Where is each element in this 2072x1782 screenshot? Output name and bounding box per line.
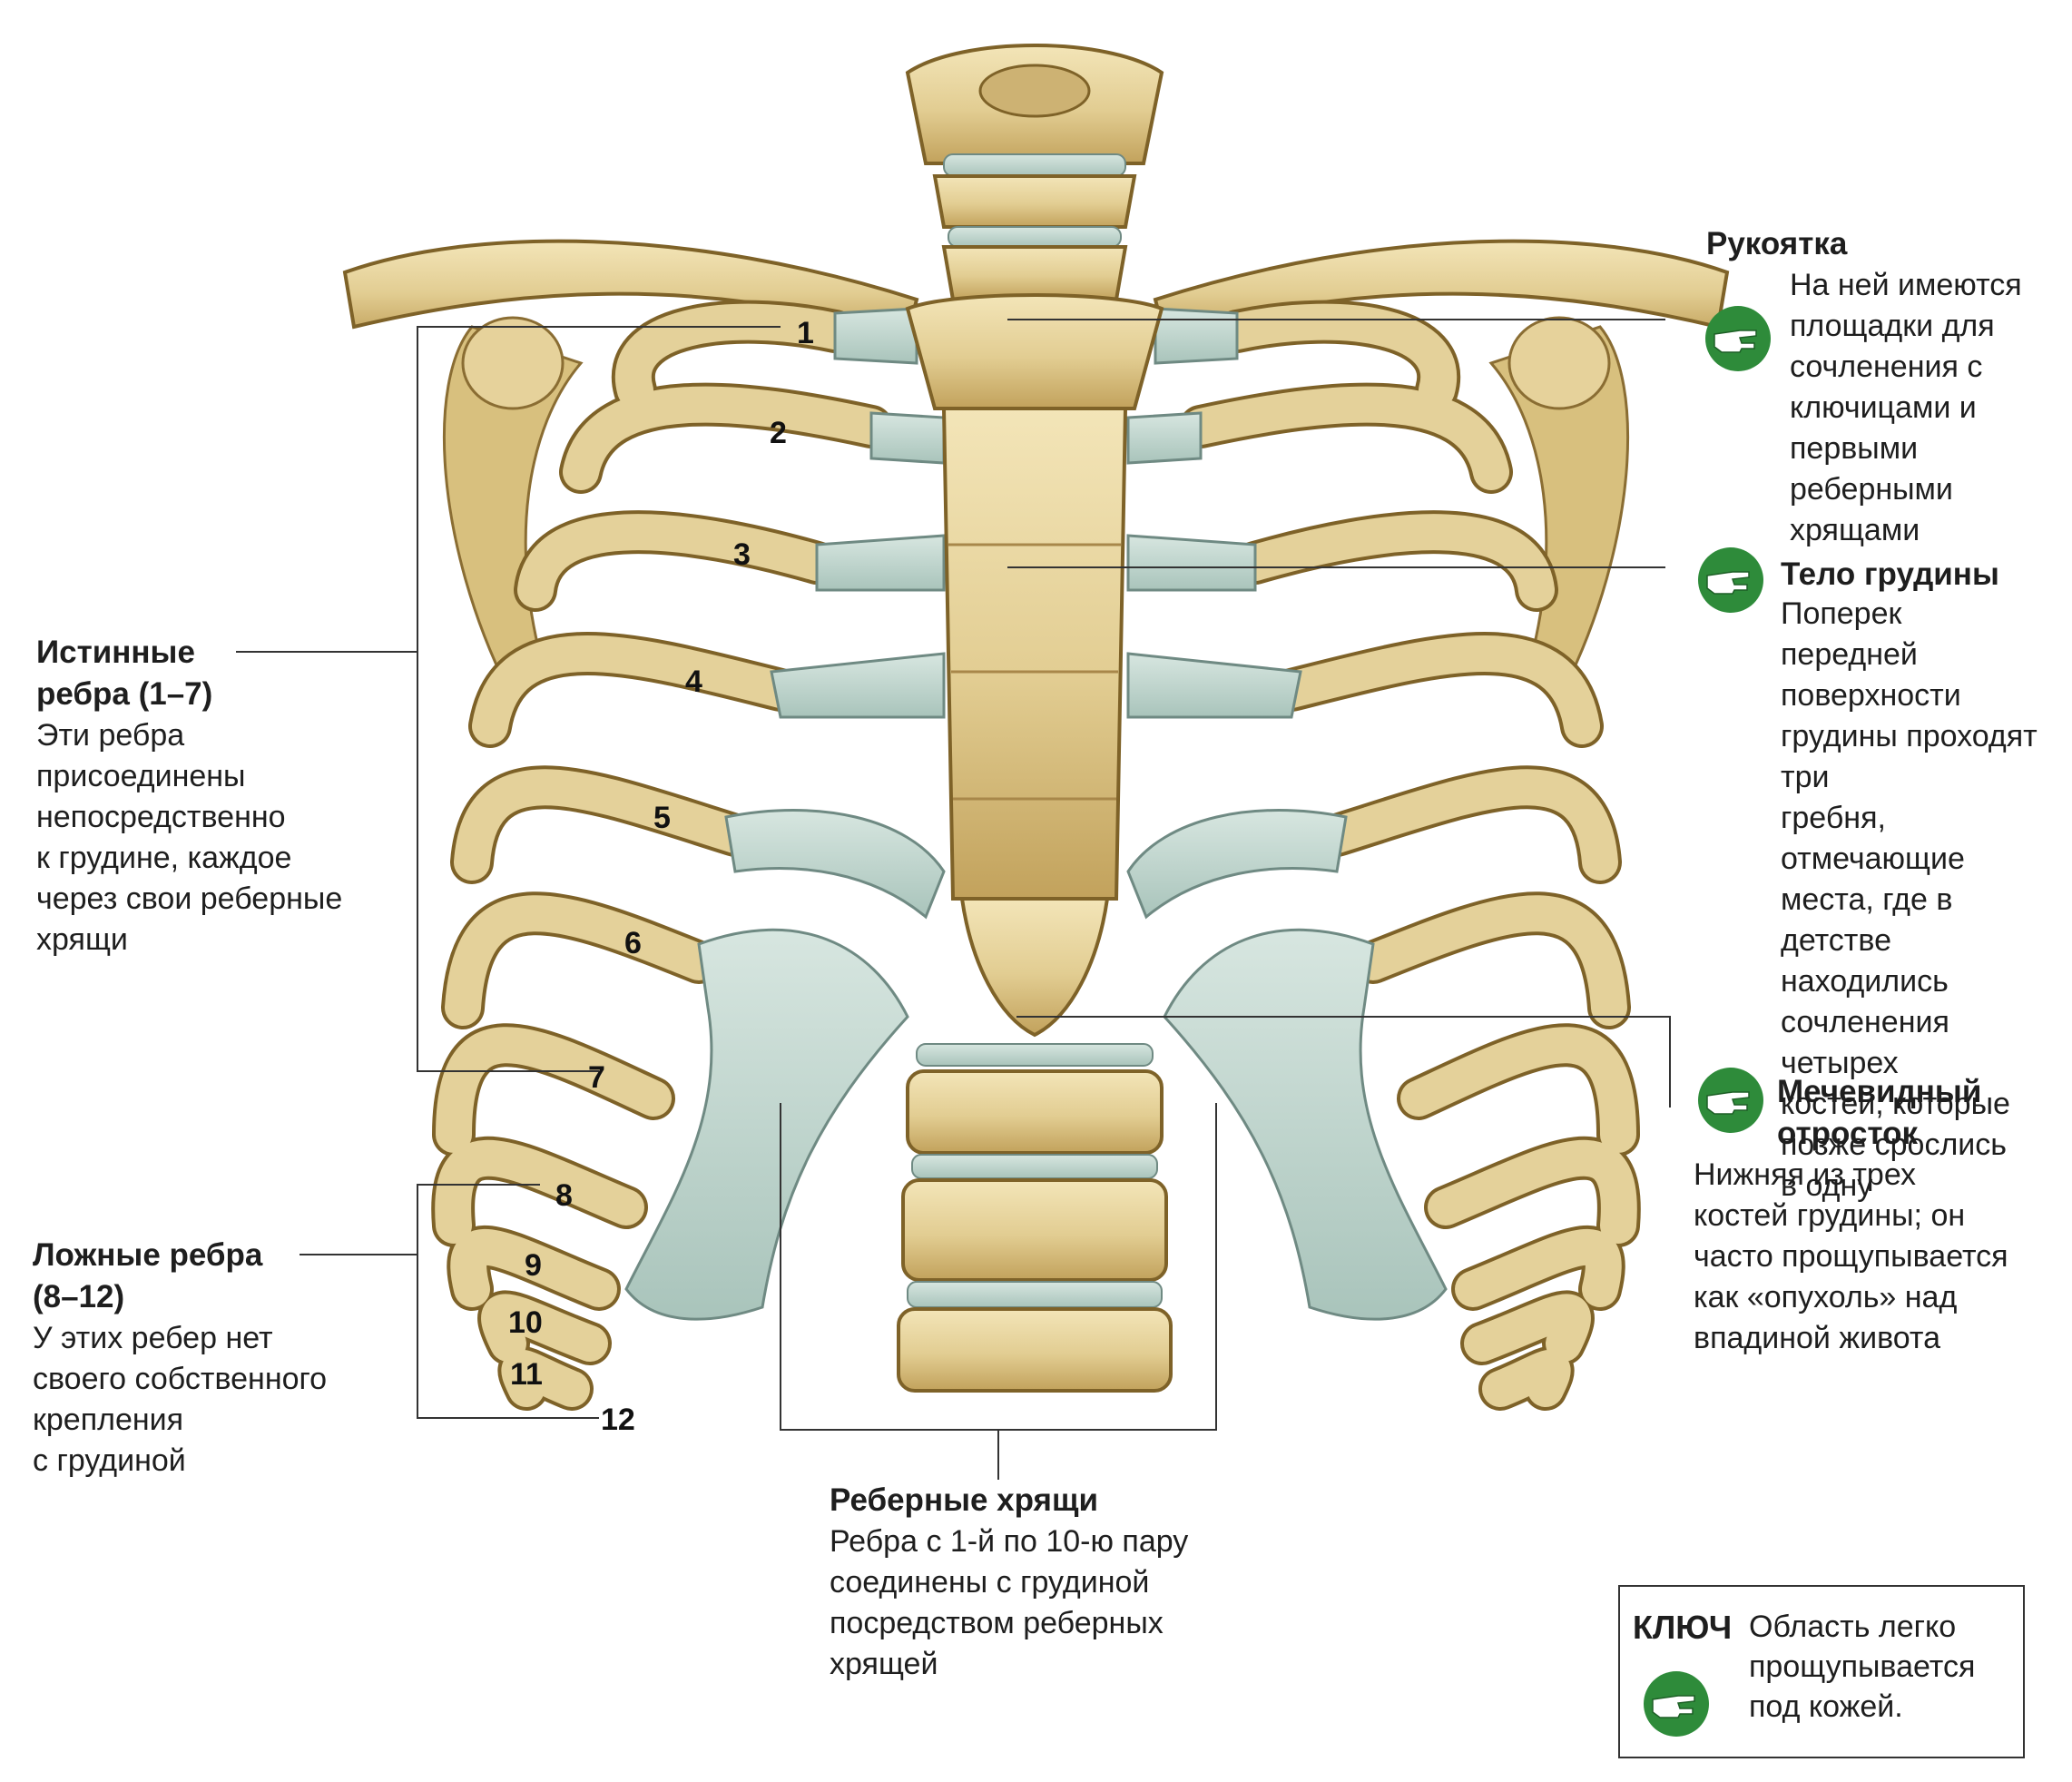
sternum-body-text: Поперек передней поверхности грудины про… — [1781, 596, 2038, 1203]
false-ribs-text: У этих ребер нет своего собственного кре… — [33, 1321, 328, 1478]
true-ribs-title: Истинные ребра (1–7) — [36, 635, 213, 712]
pointing-hand-icon — [1705, 306, 1771, 371]
rib-number-5: 5 — [653, 801, 671, 835]
key-label: КЛЮЧ — [1633, 1609, 1733, 1646]
pointing-hand-icon — [1644, 1671, 1709, 1737]
sternum-body-description: Поперек передней поверхности грудины про… — [1697, 594, 2069, 1206]
xiphoid-title: Мечевидный отросток — [1777, 1074, 1982, 1151]
manubrium-label: Рукоятка — [1706, 223, 2060, 265]
rib-number-3: 3 — [733, 537, 751, 572]
cervical-vertebrae — [905, 44, 1164, 301]
costal-cartilage-label: Реберные хрящи Ребра с 1-й по 10-ю пару … — [830, 1480, 1283, 1685]
true-ribs-label: Истинные ребра (1–7) Эти ребра присоедин… — [36, 632, 399, 960]
rib-number-8: 8 — [555, 1178, 573, 1213]
rib-number-12: 12 — [601, 1403, 635, 1437]
rib-number-labels: 1 2 3 4 5 6 7 8 9 10 11 12 — [508, 316, 814, 1437]
rib-number-4: 4 — [685, 665, 702, 699]
sternum — [905, 293, 1164, 1038]
manubrium-text: На ней имеются площадки для сочленения с… — [1790, 268, 2022, 547]
costal-cartilage-text: Ребра с 1-й по 10-ю пару соединены с гру… — [830, 1524, 1189, 1681]
xiphoid-text: Нижняя из трех костей грудины; он часто … — [1694, 1157, 2008, 1355]
spine — [897, 1043, 1173, 1393]
sternum-body-title: Тело грудины — [1781, 556, 1999, 592]
rib-number-6: 6 — [624, 926, 642, 960]
false-ribs-label: Ложные ребра (8–12) У этих ребер нет сво… — [33, 1235, 396, 1482]
rib-number-11: 11 — [510, 1357, 543, 1392]
costal-cartilages — [624, 307, 1448, 1321]
ribs-left — [431, 300, 893, 1411]
ribs-right — [1179, 300, 1641, 1411]
pointing-hand-icon — [1698, 1068, 1763, 1133]
sternum-body-label: Тело грудины — [1781, 554, 2071, 596]
manubrium-description: На ней имеются площадки для сочленения с… — [1706, 265, 2069, 551]
scapulae — [443, 316, 1629, 693]
xiphoid-label: Мечевидный отросток — [1777, 1071, 2067, 1155]
pointing-hand-icon — [1698, 547, 1763, 613]
rib-number-1: 1 — [797, 316, 814, 350]
costal-cartilage-title: Реберные хрящи — [830, 1482, 1099, 1518]
rib-number-10: 10 — [508, 1305, 543, 1340]
true-ribs-text: Эти ребра присоединены непосредственно к… — [36, 718, 343, 957]
legend-key-box: КЛЮЧ Область легко прощупывается под кож… — [1618, 1585, 2025, 1758]
false-ribs-title: Ложные ребра (8–12) — [33, 1237, 263, 1314]
clavicles — [342, 239, 1730, 339]
leader-lines — [236, 319, 1671, 1480]
key-text: Область легко прощупывается под кожей. — [1749, 1610, 1976, 1724]
rib-number-2: 2 — [770, 416, 787, 450]
xiphoid-description: Нижняя из трех костей грудины; он часто … — [1694, 1155, 2066, 1359]
rib-number-7: 7 — [588, 1060, 605, 1095]
rib-number-9: 9 — [525, 1248, 542, 1283]
manubrium-title: Рукоятка — [1706, 226, 1848, 261]
